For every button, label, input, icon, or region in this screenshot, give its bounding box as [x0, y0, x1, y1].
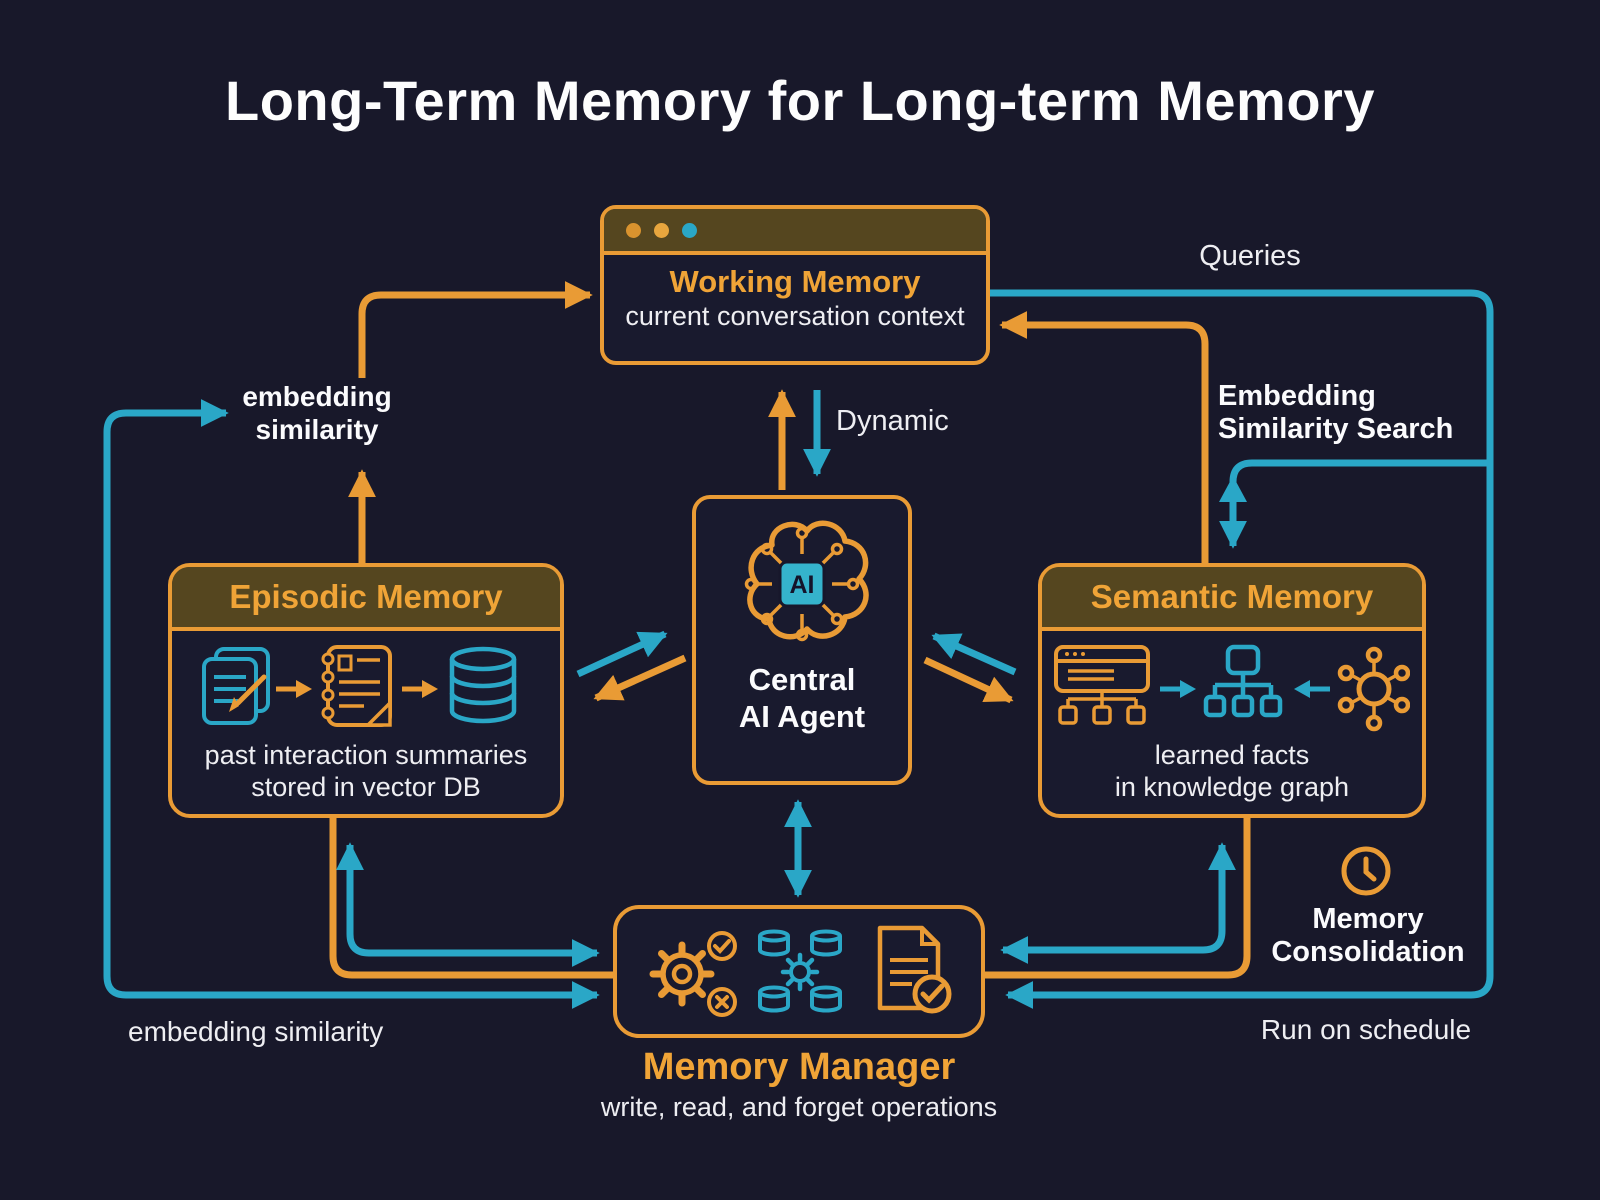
right-arrow-icon: [1160, 680, 1196, 698]
documents-pencil-icon: [202, 647, 270, 725]
database-sync-icon: [758, 929, 842, 1012]
memory-manager-icons: [649, 925, 952, 1017]
brain-chip-icon: AI: [744, 520, 869, 642]
label-embedding-similarity-left: embedding similarity: [242, 381, 392, 445]
right-arrow-icon: [276, 680, 312, 698]
semantic-memory-box: Semantic Memory: [1038, 563, 1426, 818]
notebook-icon: [321, 645, 392, 727]
ai-chip-label: AI: [790, 571, 815, 599]
semantic-caption-line2: in knowledge graph: [1114, 772, 1350, 802]
page-title: Long-Term Memory for Long-term Memory: [225, 69, 1375, 132]
episodic-caption-line2: stored in vector DB: [251, 772, 481, 802]
arrowhead-embedding-search-up: [1219, 476, 1247, 502]
working-memory-subtitle: current conversation context: [625, 301, 965, 331]
episodic-icons: [202, 645, 517, 727]
memory-manager-box: [613, 905, 985, 1038]
database-icon: [449, 646, 517, 724]
arrow-semantic-to-working: [999, 311, 1209, 563]
arrow-semantic-manager-bidir: [1000, 842, 1236, 964]
label-queries: Queries: [1199, 240, 1301, 272]
window-dot-icon: [654, 222, 669, 238]
line-embedding-search-branch: [1219, 459, 1490, 549]
label-embedding-similarity-bottom: embedding similarity: [128, 1016, 384, 1047]
sitemap-icon: [1054, 645, 1150, 725]
arrow-episodic-to-central: [576, 630, 668, 678]
episodic-memory-box: Episodic Memory: [168, 563, 564, 818]
window-controls: [604, 209, 986, 255]
semantic-icons: [1054, 644, 1410, 732]
clock-icon: [1338, 843, 1394, 899]
tree-icon: [1203, 644, 1283, 718]
left-arrow-icon: [1294, 680, 1330, 698]
arrow-central-to-episodic: [593, 654, 687, 702]
central-agent-title-line1: Central: [748, 662, 856, 697]
working-memory-box: Working Memory current conversation cont…: [600, 205, 990, 365]
label-embedding-similarity-search: Embedding Similarity Search: [1218, 380, 1454, 445]
window-dot-icon: [626, 222, 641, 238]
arrow-episodic-manager-bidir: [336, 842, 600, 967]
gear-check-x-icon: [649, 930, 737, 1017]
label-dynamic: Dynamic: [836, 405, 949, 437]
episodic-caption-line1: past interaction summaries: [204, 740, 528, 770]
memory-manager-title: Memory Manager: [642, 1046, 956, 1088]
document-check-icon: [877, 925, 952, 1013]
network-icon: [1337, 646, 1410, 732]
arrow-label-to-working: [358, 281, 593, 378]
arrow-semantic-to-central: [931, 632, 1017, 676]
central-ai-agent-box: AI Central AI Agent: [692, 495, 912, 785]
line-semantic-to-manager: [982, 818, 1251, 979]
line-queries-schedule-loop: [988, 289, 1494, 1009]
arrow-central-to-semantic: [923, 656, 1014, 704]
episodic-memory-title: Episodic Memory: [172, 567, 560, 631]
central-agent-title-line2: AI Agent: [738, 699, 866, 734]
label-run-on-schedule: Run on schedule: [1260, 1014, 1472, 1045]
semantic-caption-line1: learned facts: [1154, 740, 1310, 770]
memory-manager-subtitle: write, read, and forget operations: [600, 1092, 998, 1122]
label-memory-consolidation: Memory Consolidation: [1271, 903, 1465, 968]
window-dot-icon: [682, 222, 697, 238]
semantic-memory-title: Semantic Memory: [1042, 567, 1422, 631]
working-memory-title: Working Memory: [669, 264, 921, 299]
arrow-embedding-similarity-loop: [103, 399, 600, 1009]
right-arrow-icon: [402, 680, 438, 698]
